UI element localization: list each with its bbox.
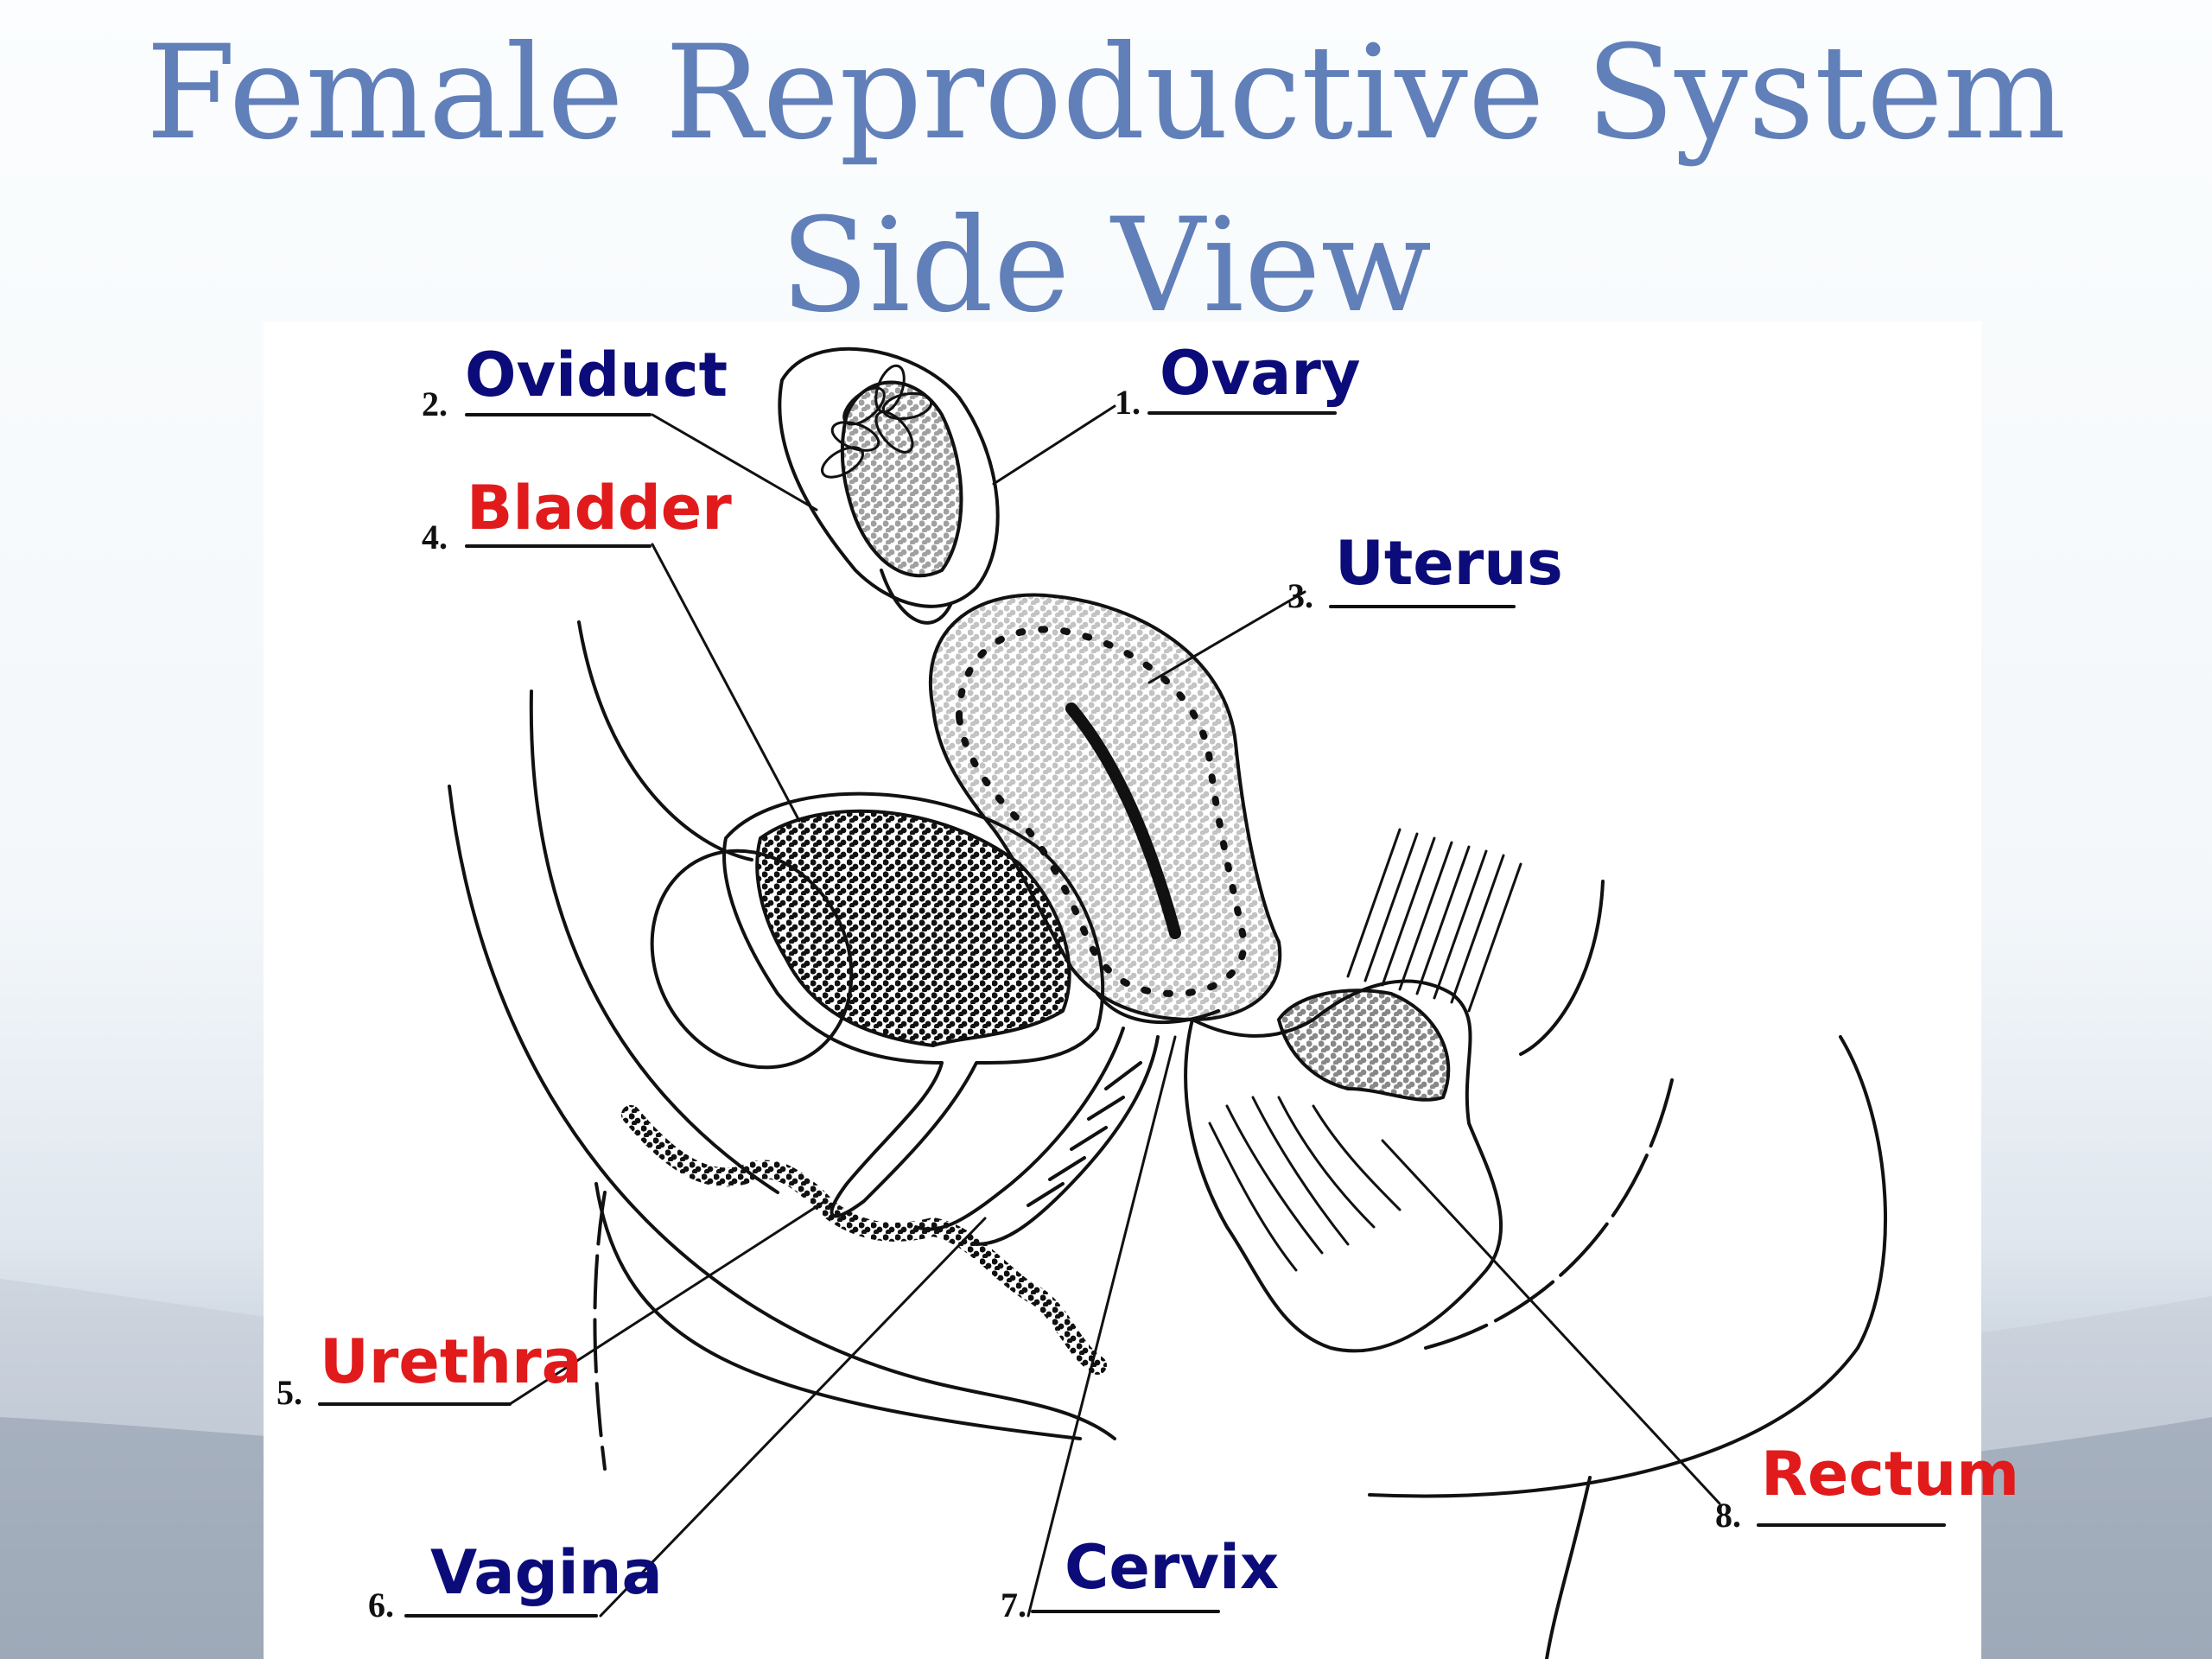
label-number-cervix: 7.	[1001, 1586, 1027, 1624]
slide-title-line-1: Female Reproductive System	[145, 18, 2067, 168]
ovary-shape	[778, 346, 1000, 625]
label-oviduct: Oviduct	[465, 340, 728, 410]
perineum-edge	[621, 1105, 1107, 1375]
label-vagina: Vagina	[430, 1537, 663, 1608]
label-cervix: Cervix	[1065, 1532, 1280, 1603]
rectum-shape	[1184, 828, 1522, 1353]
label-rectum: Rectum	[1761, 1439, 2020, 1510]
label-ovary: Ovary	[1160, 338, 1361, 409]
label-number-rectum: 8.	[1715, 1496, 1741, 1535]
label-urethra: Urethra	[320, 1326, 582, 1397]
label-number-oviduct: 2.	[422, 385, 448, 423]
label-number-urethra: 5.	[276, 1373, 302, 1412]
label-number-uterus: 3.	[1287, 576, 1313, 615]
label-number-ovary: 1.	[1115, 383, 1141, 422]
uterus-shape	[928, 593, 1282, 1021]
label-underlines	[318, 411, 1946, 1618]
leader-lines	[508, 404, 1721, 1618]
label-number-bladder: 4.	[422, 518, 448, 556]
label-number-vagina: 6.	[368, 1586, 394, 1624]
label-uterus: Uterus	[1335, 528, 1563, 599]
label-bladder: Bladder	[467, 473, 732, 543]
slide-title-line-2: Side View	[779, 191, 1433, 341]
body-outline	[448, 620, 1887, 1659]
anal-sphincter-lines	[1346, 828, 1522, 1013]
bladder-shape	[722, 791, 1105, 1218]
